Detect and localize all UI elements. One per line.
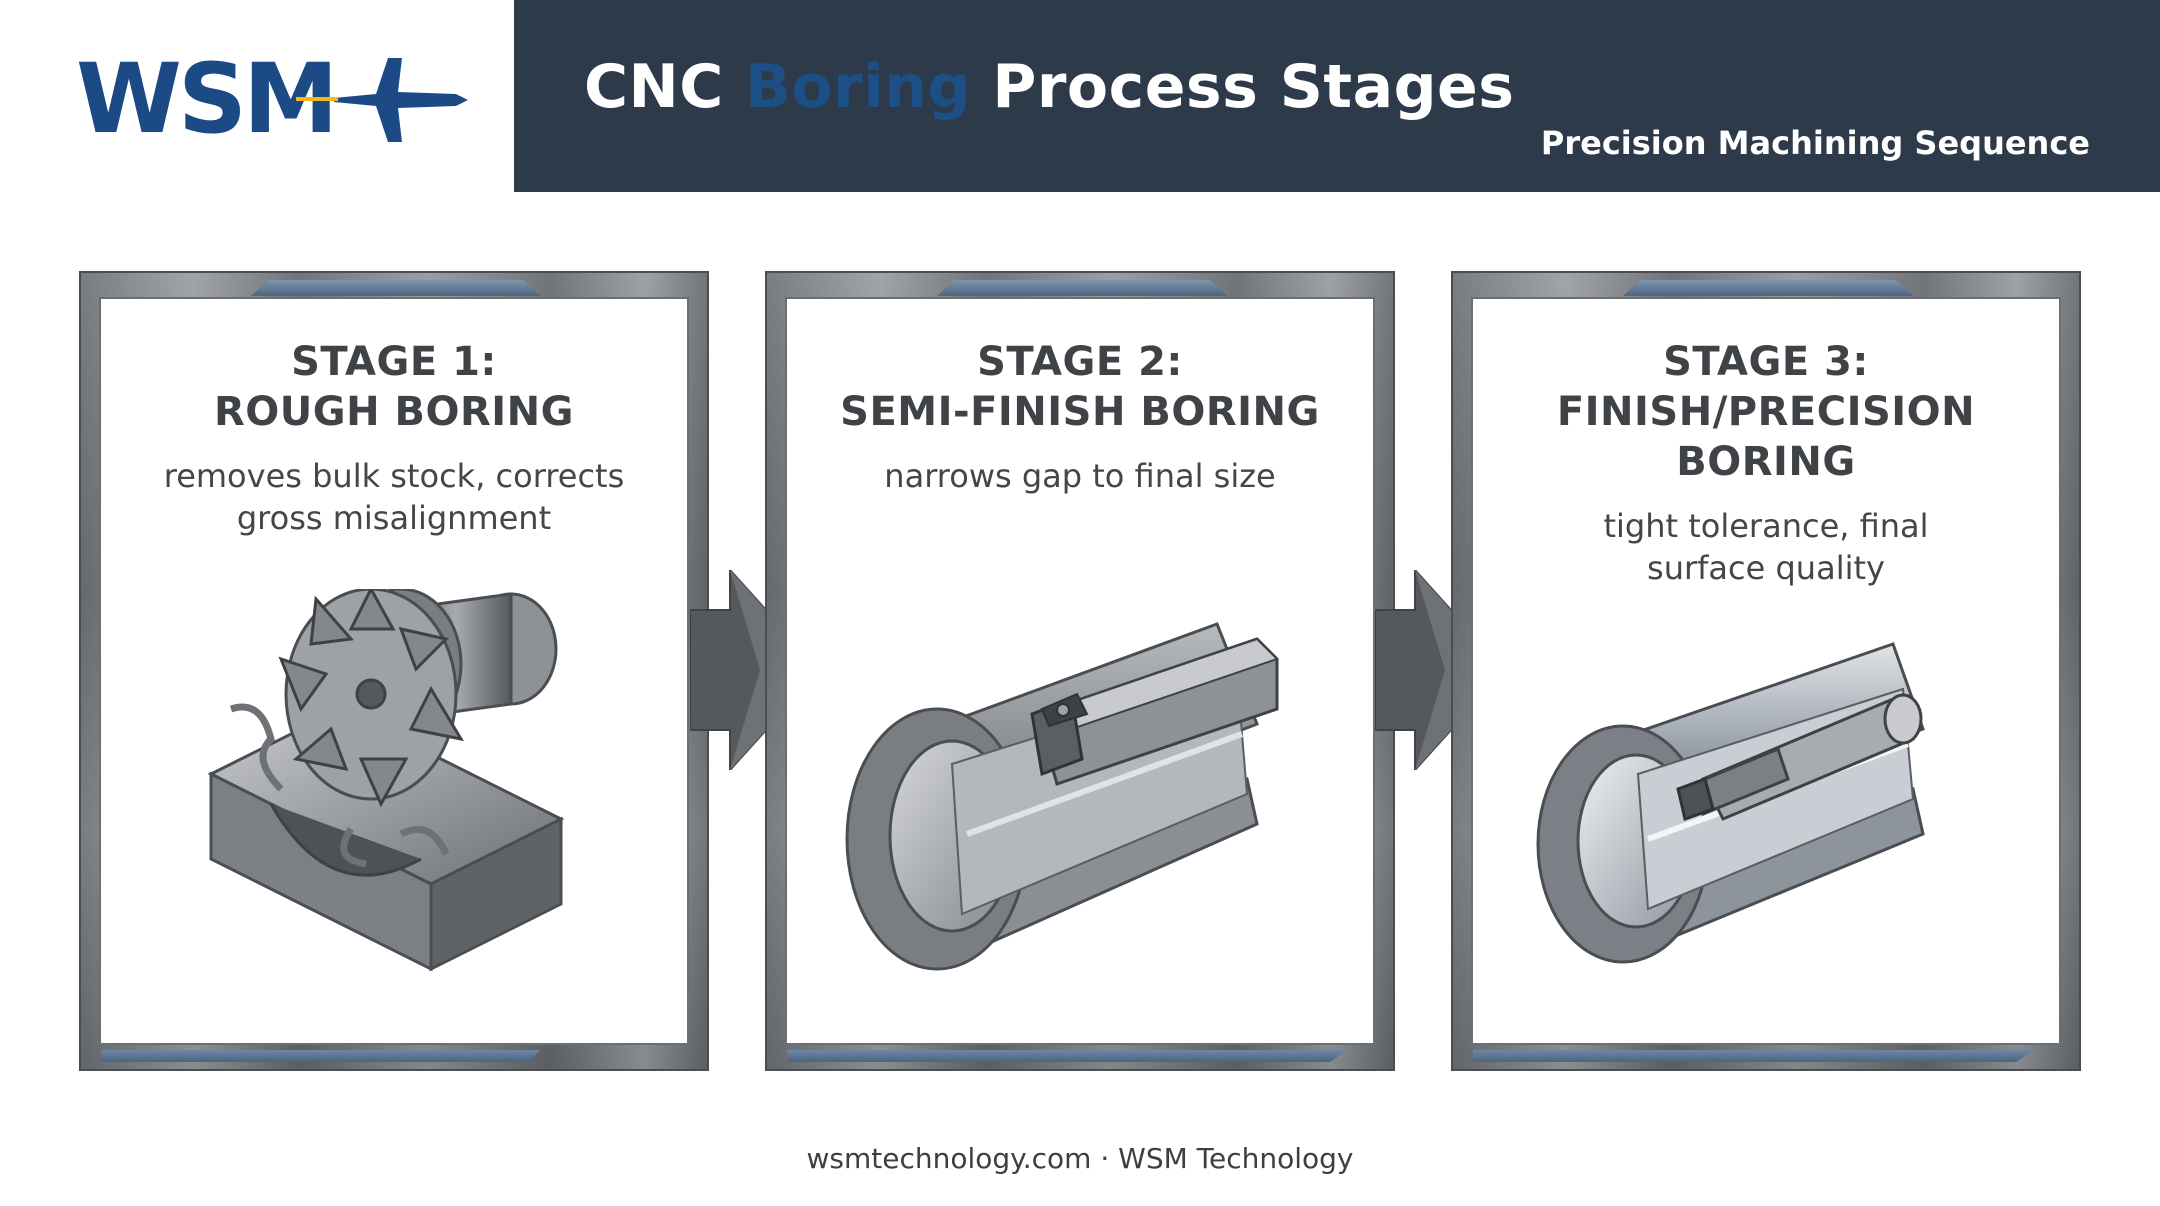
- svg-text:WSM: WSM: [76, 48, 335, 148]
- footer-text: wsmtechnology.com · WSM Technology: [806, 1142, 1354, 1175]
- stage-title: STAGE 3: FINISH/PRECISION BORING: [1556, 339, 1976, 485]
- precision-boring-bar-icon: [1536, 642, 1925, 964]
- company-logo[interactable]: WSM: [76, 48, 476, 148]
- card-accent: [101, 1050, 541, 1062]
- stage-card-2: STAGE 2: SEMI-FINISH BORING narrows gap …: [765, 271, 1395, 1071]
- header-bar: CNC Boring Process Stages Precision Mach…: [514, 0, 2160, 192]
- fighter-jet-icon: [296, 58, 468, 142]
- rough-boring-cutter-icon: [207, 589, 565, 972]
- stage-card-body: STAGE 2: SEMI-FINISH BORING narrows gap …: [785, 297, 1375, 1045]
- stage-description: tight tolerance, final surface quality: [1603, 507, 1929, 587]
- stage-card-1: STAGE 1: ROUGH BORING removes bulk stock…: [79, 271, 709, 1071]
- card-accent: [937, 280, 1227, 296]
- card-accent: [251, 280, 541, 296]
- stage-card-3: STAGE 3: FINISH/PRECISION BORING tight t…: [1451, 271, 2081, 1071]
- title-highlight: Boring: [745, 52, 971, 122]
- card-accent: [1473, 1050, 2033, 1062]
- card-accent: [1623, 280, 1913, 296]
- logo-area: WSM: [0, 0, 514, 192]
- stage-title: STAGE 2: SEMI-FINISH BORING: [840, 339, 1320, 435]
- boring-bar-insert-icon: [845, 622, 1279, 971]
- page-title: CNC Boring Process Stages: [584, 52, 1515, 122]
- stage-card-body: STAGE 1: ROUGH BORING removes bulk stock…: [99, 297, 689, 1045]
- stage-title: STAGE 1: ROUGH BORING: [213, 339, 574, 435]
- stage-description: narrows gap to final size: [884, 457, 1276, 495]
- stage-card-body: STAGE 3: FINISH/PRECISION BORING tight t…: [1471, 297, 2061, 1045]
- card-accent: [787, 1050, 1347, 1062]
- stage-description: removes bulk stock, corrects gross misal…: [163, 457, 625, 537]
- page-subtitle: Precision Machining Sequence: [1540, 124, 2090, 162]
